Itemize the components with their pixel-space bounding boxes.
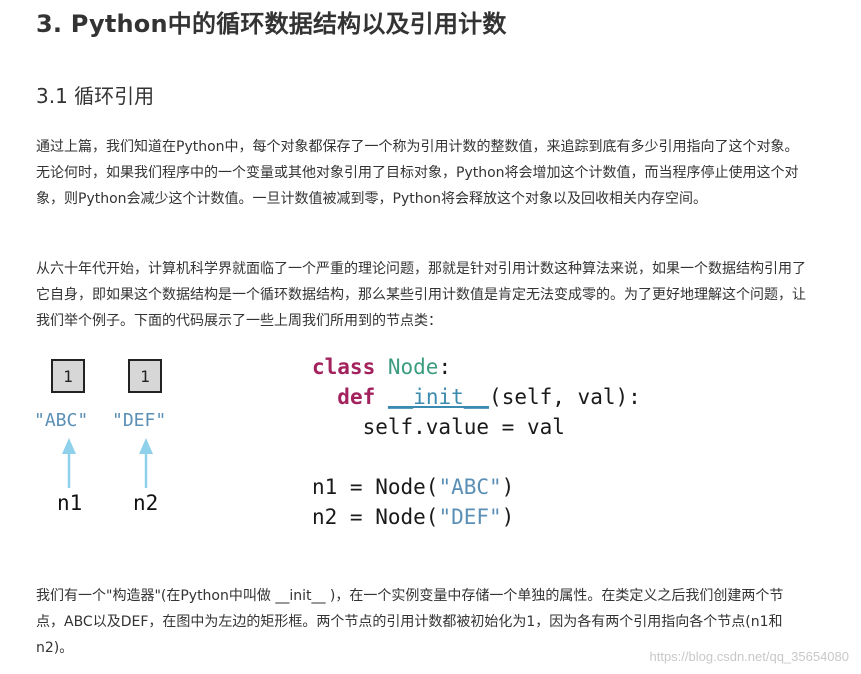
class-name: Node: [387, 355, 439, 379]
watermark: https://blog.csdn.net/qq_35654080: [649, 649, 850, 664]
code-line-class: class Node:: [312, 352, 451, 382]
code-line-n2: n2 = Node("DEF"): [312, 502, 514, 532]
node-diagram-figure: 1 1 "ABC" "DEF" n1 n2 class Node: def __…: [0, 350, 861, 540]
code-line-n1: n1 = Node("ABC"): [312, 472, 514, 502]
code-line-def: def __init__(self, val):: [312, 382, 641, 412]
paragraph-reference-counting: 通过上篇，我们知道在Python中，每个对象都保存了一个称为引用计数的整数值，来…: [36, 139, 799, 207]
arrow-up-icon: [139, 438, 153, 488]
n1-close: ): [501, 475, 515, 499]
refcount-box-def: 1: [128, 359, 162, 393]
arrow-up-icon: [62, 438, 76, 488]
refcount-box-abc: 1: [51, 359, 85, 393]
variable-n1: n1: [57, 491, 83, 515]
reference-arrows: [62, 438, 153, 488]
paragraph-cyclic-problem: 从六十年代开始，计算机科学界就面临了一个严重的理论问题，那就是针对引用计数这种算…: [36, 261, 806, 329]
init-params: (self, val):: [489, 385, 641, 409]
colon: :: [438, 355, 452, 379]
code-line-body: self.value = val: [312, 412, 565, 442]
node-value-abc: "ABC": [34, 410, 89, 431]
page-title: 3. Python中的循环数据结构以及引用计数: [36, 10, 507, 38]
keyword-def: def: [337, 385, 376, 409]
section-title: 3.1 循环引用: [36, 84, 155, 108]
n1-arg: "ABC": [438, 475, 502, 499]
keyword-class: class: [312, 355, 376, 379]
paragraph-constructor-explanation: 我们有一个"构造器"(在Python中叫做 __init__ )，在一个实例变量…: [36, 588, 784, 656]
n2-assign: n2 = Node(: [312, 505, 439, 529]
n1-assign: n1 = Node(: [312, 475, 439, 499]
init-body: self.value = val: [362, 415, 565, 439]
n2-close: ): [501, 505, 515, 529]
variable-n2: n2: [133, 491, 159, 515]
init-method-name: __init__: [387, 385, 490, 409]
n2-arg: "DEF": [438, 505, 502, 529]
node-value-def: "DEF": [112, 410, 167, 431]
